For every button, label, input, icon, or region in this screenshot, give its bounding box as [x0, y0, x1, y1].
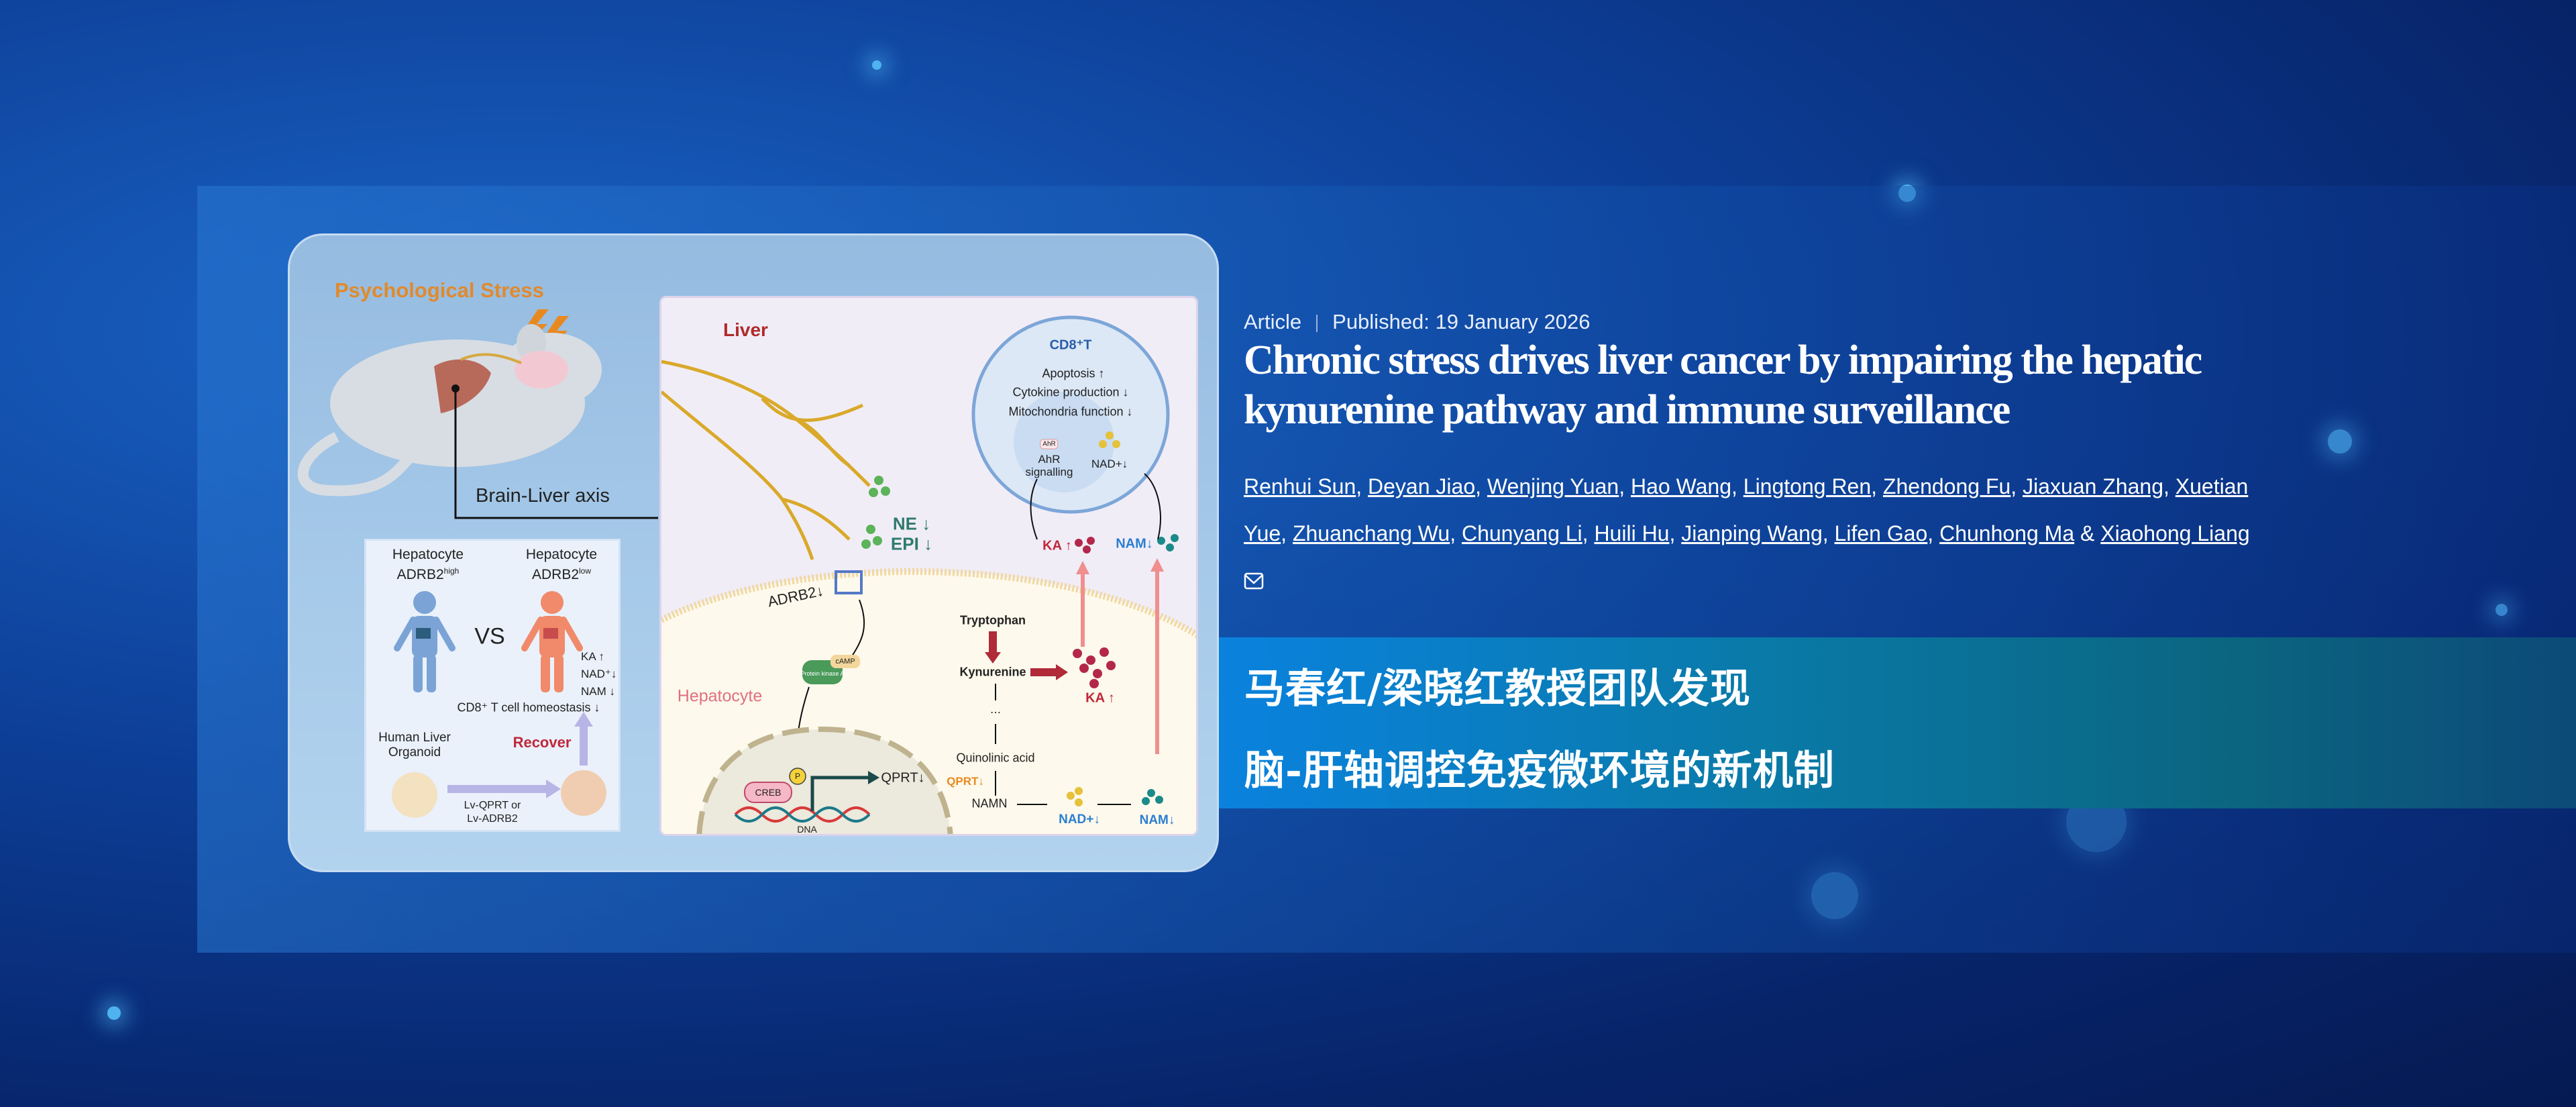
network-node: [107, 1006, 121, 1020]
published-date: Published: 19 January 2026: [1332, 310, 1591, 333]
namn-label: NAMN: [971, 796, 1008, 810]
phospho-label: P: [794, 772, 801, 781]
author-link[interactable]: Hao Wang: [1630, 474, 1731, 498]
nam-bottom-label: NAM↓: [1139, 813, 1175, 827]
nad-molecules: [1067, 431, 1120, 806]
kynurenine-label: Kynurenine: [959, 665, 1026, 679]
cd8-t-cell: [971, 315, 1170, 514]
liver-label: Liver: [723, 319, 768, 340]
author-link[interactable]: Deyan Jiao: [1368, 474, 1476, 498]
cytokine-label: Cytokine production ↓: [1012, 385, 1129, 399]
organoid-treated-icon: [561, 770, 606, 816]
article-meta: Article Published: 19 January 2026: [1244, 310, 1590, 334]
nerve-fibers: [661, 360, 871, 560]
qprt-enzyme-label: QPRT↓: [947, 775, 984, 788]
ka-mid-label: KA ↑: [1085, 690, 1115, 706]
qprt-gene-label: QPRT↓: [881, 770, 925, 786]
nad-bottom-label: NAD+↓: [1059, 812, 1100, 827]
ahr-signalling-label: AhR signalling: [1025, 453, 1073, 478]
graphical-abstract: Psychological Stress Brain-Liver axis He…: [288, 233, 1219, 872]
author-link[interactable]: Jianping Wang: [1681, 521, 1823, 545]
cd8-homeostasis-label: CD8⁺ T cell homeostasis ↓: [457, 700, 600, 715]
pathway-dots: ⋯: [990, 707, 1001, 719]
nam-molecules: [1142, 534, 1179, 805]
phospho-icon: [789, 768, 806, 785]
creb-icon: [744, 782, 792, 803]
dna-label: DNA: [797, 824, 817, 835]
mouse-illustration: [297, 309, 658, 519]
headline-line-1: 马春红/梁晓红教授团队发现: [1244, 666, 1751, 713]
human-blue-icon: [394, 591, 455, 692]
adrb2-receptor-icon: [835, 570, 863, 594]
nam-top-label: NAM↓: [1116, 536, 1153, 551]
ka-top-label: KA ↑: [1042, 538, 1072, 554]
author-link[interactable]: Chunyang Li: [1461, 521, 1582, 545]
author-link[interactable]: Jiaxuan Zhang: [2023, 474, 2163, 498]
network-node: [872, 60, 881, 70]
chinese-headline-banner: 马春红/梁晓红教授团队发现 脑-肝轴调控免疫微环境的新机制: [1219, 637, 2576, 808]
recover-label: Recover: [513, 734, 572, 751]
article-type: Article: [1244, 310, 1302, 333]
pka-label: Protein kinase A: [800, 670, 845, 677]
author-link[interactable]: Wenjing Yuan: [1487, 474, 1619, 498]
liver-panel: Liver CD8⁺T Apoptosis ↑ Cytokine product…: [659, 296, 1198, 836]
apoptosis-label: Apoptosis ↑: [1042, 366, 1105, 380]
author-link[interactable]: Chunhong Ma: [1939, 521, 2075, 545]
author-link[interactable]: Lifen Gao: [1834, 521, 1928, 545]
quinolinic-acid-label: Quinolinic acid: [956, 751, 1035, 765]
author-link[interactable]: Zhuanchang Wu: [1292, 521, 1450, 545]
organoid-label: Human Liver Organoid: [378, 731, 451, 759]
headline-line-2: 脑-肝轴调控免疫微环境的新机制: [1244, 747, 1835, 794]
human-orange-icon: [521, 591, 583, 692]
hepatocyte-label: Hepatocyte: [677, 686, 763, 706]
mitochondria-label: Mitochondria function ↓: [1008, 405, 1133, 419]
mail-icon[interactable]: [1244, 559, 1264, 606]
author-link[interactable]: Zhendong Fu: [1882, 474, 2011, 498]
metabolite-changes: KA ↑NAD⁺↓NAM ↓: [581, 650, 617, 698]
psychological-stress-label: Psychological Stress: [335, 278, 544, 302]
ne-epi-molecules: [861, 476, 890, 549]
author-link[interactable]: Xiaohong Liang: [2100, 521, 2250, 545]
cd8-title: CD8⁺T: [1049, 337, 1092, 353]
author-link[interactable]: Renhui Sun: [1244, 474, 1356, 498]
cell-membrane: [661, 568, 1196, 639]
tryptophan-label: Tryptophan: [960, 613, 1026, 627]
article-title: Chronic stress drives liver cancer by im…: [1244, 337, 2202, 433]
ahr-badge: AhR: [1040, 439, 1059, 450]
creb-label: CREB: [755, 787, 782, 798]
cd8-nad-label: NAD+↓: [1091, 458, 1128, 470]
author-link[interactable]: Lingtong Ren: [1743, 474, 1872, 498]
organoid-icon: [392, 772, 437, 818]
vs-label: VS: [474, 623, 505, 649]
and-separator: &: [2080, 521, 2095, 545]
lightning-icon: [523, 309, 569, 356]
ka-molecules: [1073, 537, 1116, 688]
author-link[interactable]: Huili Hu: [1594, 521, 1670, 545]
nucleus: [696, 726, 953, 834]
author-list: Renhui Sun, Deyan Jiao, Wenjing Yuan, Ha…: [1244, 463, 2290, 606]
brain-liver-axis-label: Brain-Liver axis: [476, 485, 610, 507]
camp-label: cAMP: [835, 657, 855, 666]
efflux-arrows: [1081, 570, 1159, 754]
ne-label: NE ↓: [892, 513, 931, 534]
epi-label: EPI ↓: [890, 533, 933, 554]
dna-icon: [734, 806, 871, 823]
author-link[interactable]: Xuetian Yue: [1244, 474, 2249, 545]
lentivirus-label: Lv-QPRT or Lv-ADRB2: [464, 800, 521, 825]
